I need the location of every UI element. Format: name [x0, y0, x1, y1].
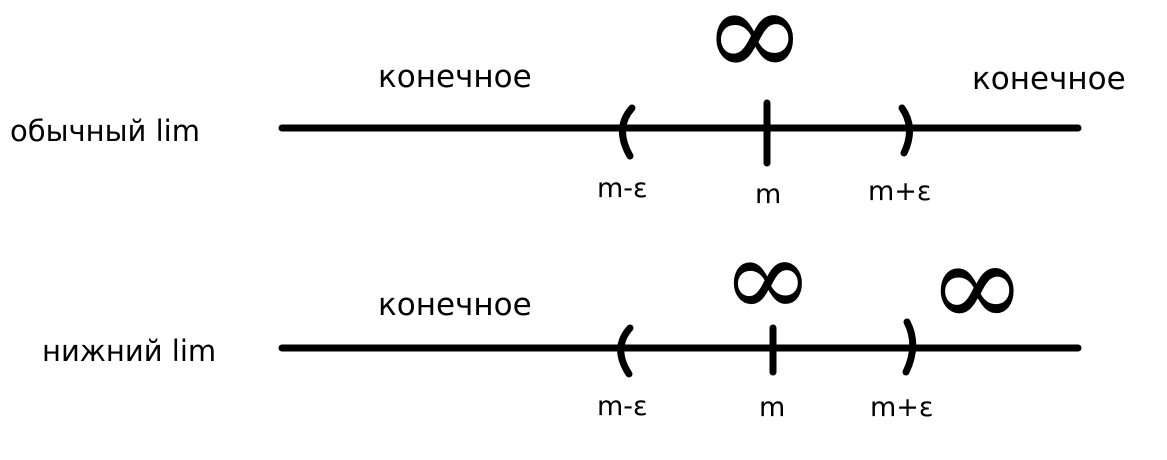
row-label: нижний lim — [42, 334, 217, 368]
tick-label-m-minus-eps: m-ε — [597, 391, 648, 422]
left-bracket — [617, 324, 634, 378]
infinity-box: ∞ — [924, 226, 1062, 344]
left-bracket — [619, 104, 636, 160]
tick-label-m-plus-eps: m+ε — [870, 392, 934, 423]
infinity-symbol: ∞ — [928, 216, 1027, 354]
tick-label-m: m — [759, 392, 786, 423]
infinity-box: ∞ — [697, 0, 837, 106]
right-bracket — [902, 318, 917, 376]
infinity-symbol: ∞ — [703, 0, 807, 106]
region-label-left: конечное — [378, 287, 532, 323]
infinity-symbol: ∞ — [722, 214, 814, 342]
region-label-right: конечное — [972, 61, 1126, 97]
tick-label-m-minus-eps: m-ε — [597, 173, 648, 204]
infinity-box: ∞ — [718, 223, 843, 333]
row-label: обычный lim — [10, 114, 200, 148]
tick-label-m: m — [755, 179, 782, 210]
right-bracket — [898, 104, 913, 157]
tick-label-m-plus-eps: m+ε — [868, 176, 932, 207]
region-label-left: конечное — [378, 59, 532, 95]
